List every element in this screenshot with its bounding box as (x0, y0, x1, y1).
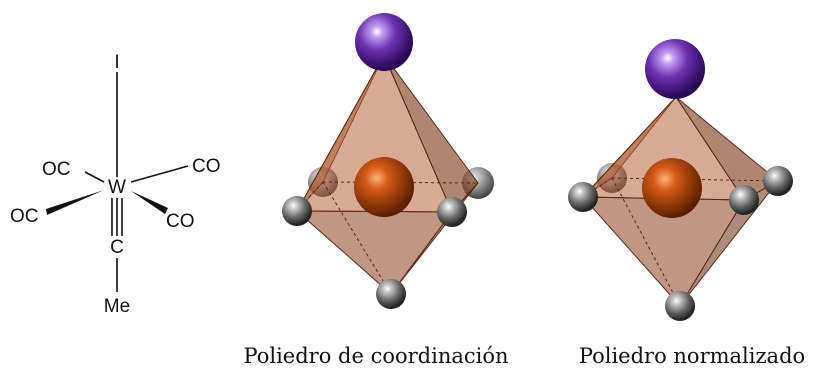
coordination-polyhedron (282, 13, 494, 309)
metal-atom (642, 158, 702, 218)
normalized-polyhedron (568, 39, 793, 321)
iodine-atom (355, 13, 413, 71)
ligand-atom-front-left (282, 196, 312, 226)
caption-normalized-polyhedron: Poliedro normalizado (579, 344, 805, 368)
label-carbonyl-right-front: CO (166, 211, 195, 232)
bond-w-co-right-back (130, 165, 189, 183)
polyhedron-hidden-edges (582, 177, 779, 307)
wedge-bond-left-front (46, 190, 104, 215)
label-methyl: Me (104, 296, 130, 317)
ligand-atom-bottom (376, 279, 406, 309)
iodine-atom (645, 39, 705, 99)
ligand-atom-front-right (437, 197, 467, 227)
label-iodine: I (114, 52, 119, 73)
structural-formula: I W OC CO OC CO C Me (10, 52, 221, 317)
ligand-atom-back-right (763, 166, 793, 196)
ligand-atom-front-left (568, 182, 598, 212)
label-carbyne-carbon: C (110, 237, 124, 258)
wedge-bond-right-front (131, 191, 168, 214)
label-carbonyl-left-back: OC (42, 159, 71, 180)
caption-coordination-polyhedron: Poliedro de coordinación (243, 344, 508, 368)
triple-bond-w-c (111, 198, 123, 236)
ligand-atom-bottom (665, 291, 695, 321)
label-carbonyl-right-back: CO (192, 156, 221, 177)
bond-w-co-left-back (84, 171, 105, 183)
ligand-atom-front-right (729, 185, 759, 215)
metal-atom (354, 157, 414, 217)
label-carbonyl-left-front: OC (10, 206, 39, 227)
label-tungsten: W (108, 177, 126, 198)
polyhedron-faces (582, 96, 779, 307)
